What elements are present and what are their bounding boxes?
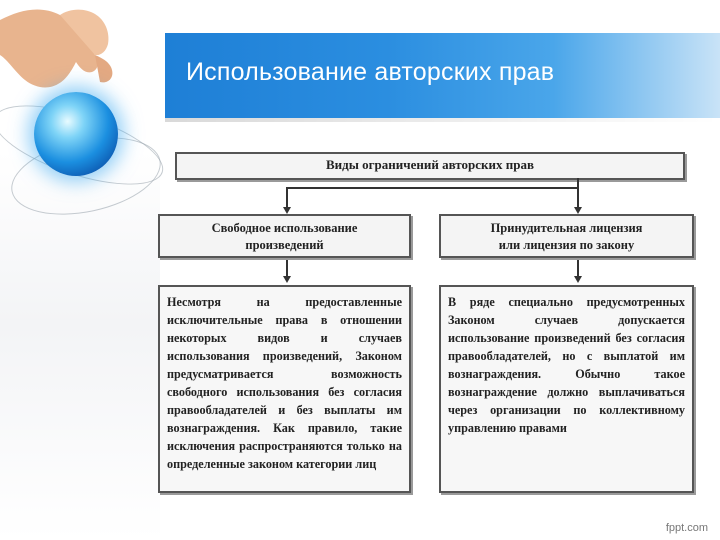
globe-icon [34, 92, 118, 176]
box-compulsory-license-line2: или лицензия по закону [498, 238, 635, 252]
connector-left-lower [286, 260, 288, 276]
text-compulsory-license-description: В ряде специально предусмотренных Законо… [439, 285, 694, 493]
slide-title: Использование авторских прав [186, 58, 555, 86]
arrow-down-icon [283, 207, 291, 214]
banner-shadow [165, 118, 720, 122]
title-banner [165, 33, 720, 118]
box-free-use-line1: Свободное использование [211, 221, 358, 235]
side-decoration [0, 0, 160, 540]
box-compulsory-license: Принудительная лицензия или лицензия по … [439, 214, 694, 258]
hand-icon [0, 9, 113, 88]
text-free-use-description: Несмотря на предоставленные исключительн… [158, 285, 411, 493]
connector-right-lower [577, 260, 579, 276]
arrow-down-icon [574, 207, 582, 214]
connector-right-vertical [577, 187, 579, 207]
connector-horizontal [286, 187, 577, 189]
box-free-use-line2: произведений [245, 238, 324, 252]
connector-top-vertical [577, 178, 579, 188]
box-free-use: Свободное использование произведений [158, 214, 411, 258]
arrow-down-icon [283, 276, 291, 283]
top-box-types-of-limits: Виды ограничений авторских прав [175, 152, 685, 180]
box-compulsory-license-line1: Принудительная лицензия [490, 221, 643, 235]
connector-left-vertical [286, 187, 288, 207]
watermark: fppt.com [665, 522, 708, 534]
arrow-down-icon [574, 276, 582, 283]
